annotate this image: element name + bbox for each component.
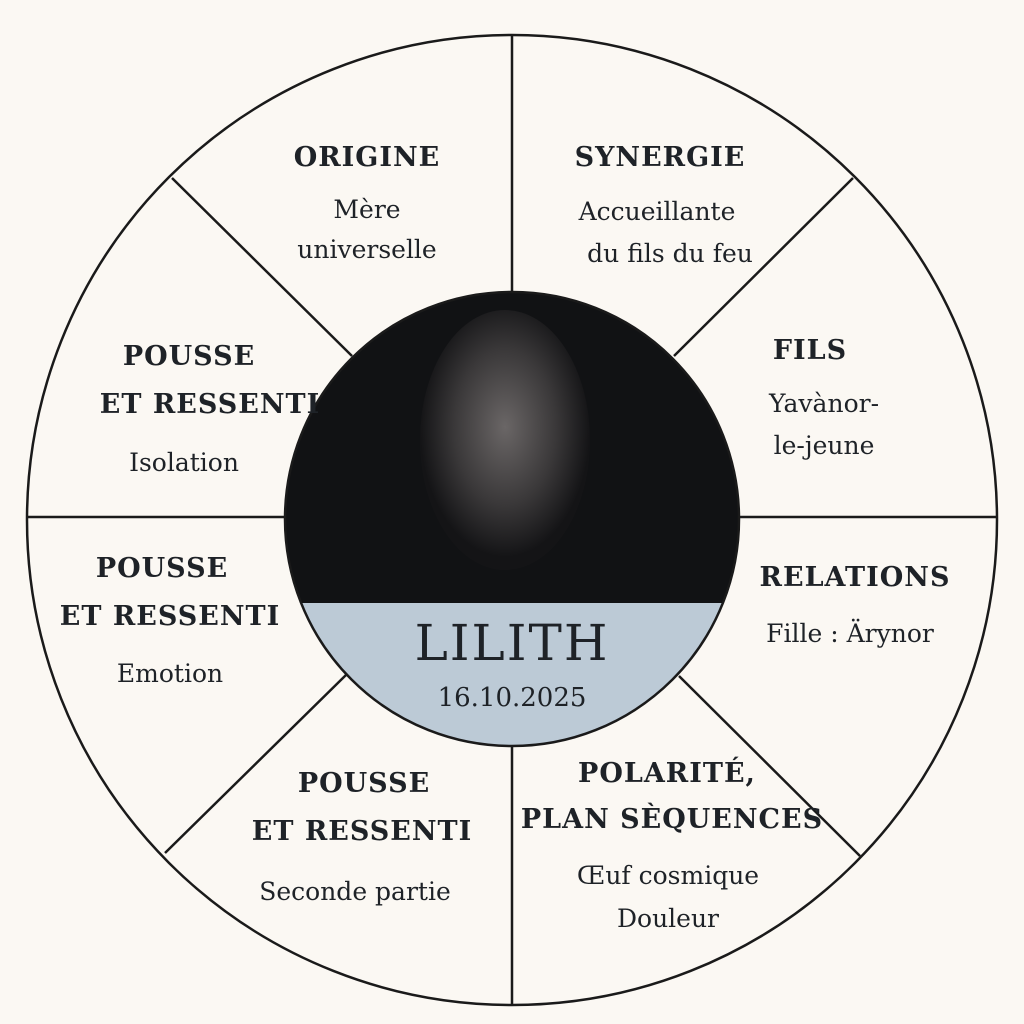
segment-text: ET RESSENTI (100, 389, 320, 420)
segment-text: SYNERGIE (575, 142, 746, 173)
portrait (285, 292, 739, 746)
segment-text: Yavànor- (768, 389, 879, 418)
divider-lines (27, 35, 997, 1005)
segment-synergie: SYNERGIE Accueillante du fils du feu (575, 142, 753, 268)
segment-text: ORIGINE (294, 142, 441, 173)
face-image (420, 310, 590, 570)
segment-text: Seconde partie (259, 877, 451, 906)
segment-text: POUSSE (298, 768, 430, 799)
inner-circle (283, 290, 741, 748)
segment-pousse-seconde: POUSSE ET RESSENTI Seconde partie (252, 768, 472, 906)
segment-text: ET RESSENTI (252, 816, 472, 847)
segment-text: POUSSE (123, 341, 255, 372)
segment-text: Douleur (617, 904, 719, 933)
segment-text: PLAN SÈQUENCES (521, 802, 823, 835)
segment-text: FILS (773, 335, 847, 366)
segment-relations: RELATIONS Fille : Ärynor (760, 562, 951, 648)
segment-text: POUSSE (96, 553, 228, 584)
center-date: 16.10.2025 (438, 683, 587, 713)
segment-fils: FILS Yavànor- le-jeune (768, 335, 879, 460)
segment-text: Emotion (117, 659, 223, 688)
segment-text: Isolation (129, 448, 239, 477)
segment-pousse-emotion: POUSSE ET RESSENTI Emotion (60, 553, 280, 688)
segment-text: ET RESSENTI (60, 601, 280, 632)
center-name: LILITH (415, 614, 610, 672)
segment-text: du fils du feu (587, 239, 753, 268)
segment-origine: ORIGINE Mère universelle (294, 142, 441, 264)
segment-text: universelle (297, 235, 436, 264)
segment-text: Accueillante (578, 197, 736, 226)
segment-pousse-isolation: POUSSE ET RESSENTI Isolation (100, 341, 320, 477)
segment-text: Œuf cosmique (577, 861, 759, 890)
segment-text: POLARITÉ, (578, 756, 756, 789)
segment-text: Fille : Ärynor (766, 619, 934, 648)
segment-polarite: POLARITÉ, PLAN SÈQUENCES Œuf cosmique Do… (521, 756, 823, 933)
segment-text: le-jeune (774, 431, 875, 460)
segment-text: RELATIONS (760, 562, 951, 593)
segment-text: Mère (333, 195, 400, 224)
